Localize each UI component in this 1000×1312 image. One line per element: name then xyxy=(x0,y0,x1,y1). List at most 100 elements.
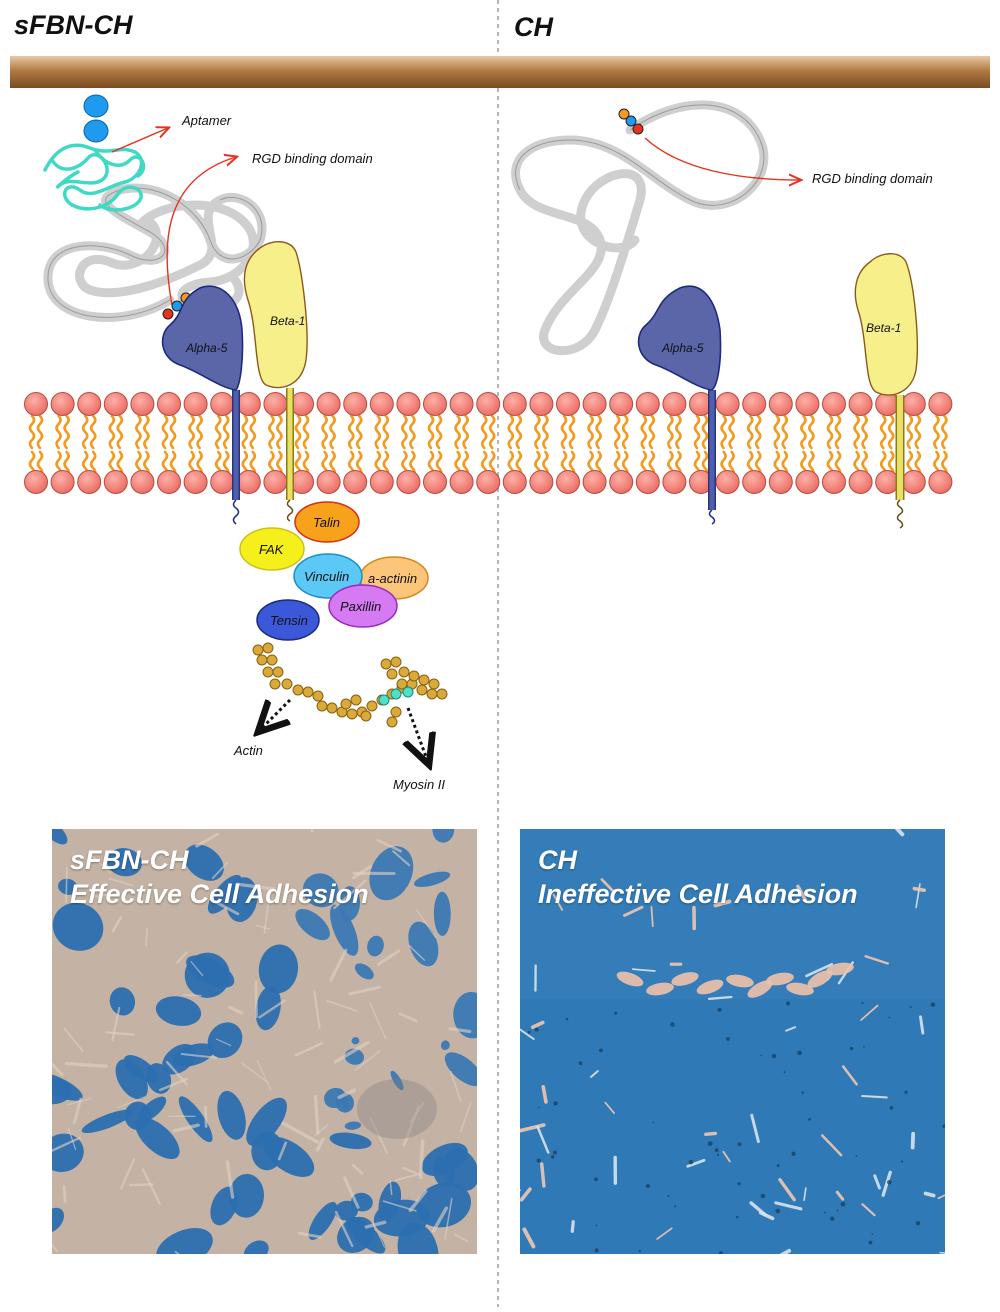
micrograph-debris xyxy=(863,1046,865,1048)
lipid-head-top xyxy=(823,393,846,416)
micrograph-cell xyxy=(146,928,147,944)
actin-bead xyxy=(253,645,263,655)
actin-bead xyxy=(341,699,351,709)
lipid-head-bottom xyxy=(876,471,899,494)
actin-bead xyxy=(257,655,267,665)
lipid-head-bottom xyxy=(636,471,659,494)
micrograph-debris xyxy=(726,1037,730,1041)
lipid-tail xyxy=(828,416,832,448)
micrograph-debris xyxy=(595,1248,599,1252)
rgd-label-right: RGD binding domain xyxy=(812,171,933,186)
rgd-dot-red-right xyxy=(633,124,643,134)
lipid-head-top xyxy=(78,393,101,416)
actin-bead xyxy=(263,643,273,653)
lipid-tail xyxy=(676,416,680,448)
micrograph-debris xyxy=(528,1031,531,1034)
lipid-head-bottom xyxy=(716,471,739,494)
lipid-head-bottom xyxy=(237,471,260,494)
lipid-head-top xyxy=(636,393,659,416)
micrograph-debris xyxy=(718,1008,722,1012)
micrograph-left-subtitle: Effective Cell Adhesion xyxy=(70,877,369,911)
micrograph-debris xyxy=(808,1118,811,1121)
lipid-tail xyxy=(589,416,593,448)
aptamer-arrow xyxy=(112,128,168,152)
lipid-tail xyxy=(190,416,194,448)
micrograph-debris xyxy=(689,1160,693,1164)
lipid-tail xyxy=(91,416,95,448)
lipid-tail xyxy=(535,416,539,448)
lipid-tail xyxy=(642,416,646,448)
lipid-head-top xyxy=(583,393,606,416)
micrograph-cell xyxy=(940,1253,945,1254)
actin-bead xyxy=(387,669,397,679)
lipid-head-top xyxy=(503,393,526,416)
lipid-tail xyxy=(323,416,327,448)
micrograph-debris xyxy=(668,1195,670,1197)
lipid-tail xyxy=(668,416,672,448)
lipid-tail xyxy=(456,416,460,448)
micrograph-debris xyxy=(737,1182,740,1185)
lipid-head-bottom xyxy=(849,471,872,494)
lipid-tail xyxy=(809,416,813,448)
lipid-head-bottom xyxy=(823,471,846,494)
lipid-head-bottom xyxy=(610,471,633,494)
lipid-head-top xyxy=(51,393,74,416)
micrograph-debris xyxy=(871,1233,873,1235)
micrograph-debris xyxy=(784,1071,786,1073)
lipid-tail xyxy=(722,416,726,448)
micrograph-debris xyxy=(760,1055,762,1057)
actin-filament xyxy=(253,643,447,727)
lipid-head-top xyxy=(530,393,553,416)
lipid-head-bottom xyxy=(450,471,473,494)
micrograph-debris xyxy=(599,1049,603,1053)
micrograph-debris xyxy=(916,1221,920,1225)
rgd-arrow-right xyxy=(645,138,800,180)
micrograph-debris xyxy=(861,1002,863,1004)
micrograph-cell xyxy=(420,1141,422,1177)
lipid-head-bottom xyxy=(929,471,952,494)
micrograph-cluster xyxy=(357,1079,437,1139)
actin-bead xyxy=(361,711,371,721)
micrograph-debris xyxy=(553,1151,557,1155)
lipid-tail xyxy=(296,416,300,448)
lipid-head-top xyxy=(796,393,819,416)
lipid-tail xyxy=(410,416,414,448)
actin-bead xyxy=(347,709,357,719)
lipid-tail xyxy=(916,416,920,448)
actin-bead xyxy=(273,667,283,677)
lipid-tail xyxy=(623,416,627,448)
actin-bead xyxy=(282,679,292,689)
lipid-head-top xyxy=(317,393,340,416)
actin-bead xyxy=(270,679,280,689)
lipid-head-bottom xyxy=(78,471,101,494)
lipid-tail xyxy=(429,416,433,448)
lipid-head-top xyxy=(450,393,473,416)
lipid-head-top xyxy=(769,393,792,416)
micrograph-debris xyxy=(594,1177,598,1181)
micrograph-right: CH Ineffective Cell Adhesion xyxy=(520,829,945,1254)
lipid-tail xyxy=(331,416,335,448)
actin-bead xyxy=(391,707,401,717)
actin-bead xyxy=(293,685,303,695)
micrograph-right-title: CH xyxy=(538,843,858,877)
micrograph-cell xyxy=(862,1096,886,1097)
substrate-layer xyxy=(10,56,990,88)
micrograph-cell xyxy=(706,1133,716,1134)
actin-bead xyxy=(381,659,391,669)
lipid-head-top xyxy=(184,393,207,416)
micrograph-debris xyxy=(850,1047,853,1050)
actin-bead xyxy=(367,701,377,711)
lipid-tail xyxy=(509,416,513,448)
lipid-head-top xyxy=(25,393,48,416)
lipid-tail xyxy=(118,416,122,448)
myosin-bead xyxy=(391,689,401,699)
aptamer-oval-top xyxy=(84,95,108,117)
lipid-head-bottom xyxy=(184,471,207,494)
lipid-tail xyxy=(934,416,938,448)
micrograph-debris xyxy=(931,1002,936,1007)
lipid-head-top xyxy=(424,393,447,416)
lipid-tail xyxy=(464,416,468,448)
myosin-bead xyxy=(379,695,389,705)
micrograph-debris xyxy=(614,1012,617,1015)
lipid-head-top xyxy=(716,393,739,416)
